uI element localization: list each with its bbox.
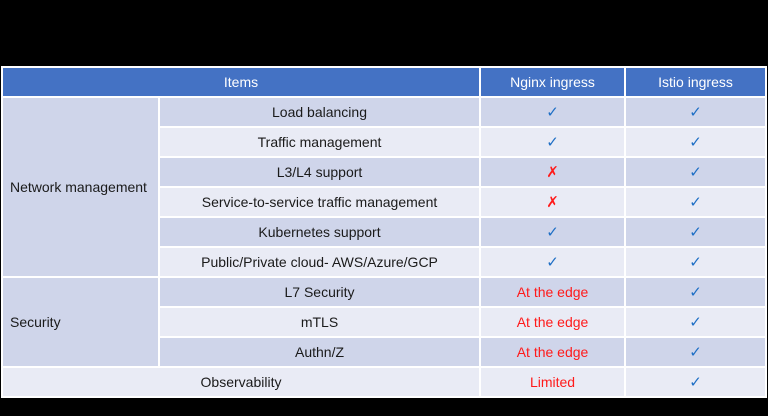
check-icon: ✓ [624, 246, 768, 278]
header-row: Items Nginx ingress Istio ingress [0, 66, 768, 98]
check-icon: ✓ [624, 96, 768, 128]
check-icon: ✓ [624, 216, 768, 248]
table-row: Traffic management ✓ ✓ [2, 126, 768, 158]
table-row: Public/Private cloud- AWS/Azure/GCP ✓ ✓ [2, 246, 768, 278]
item-cell: mTLS [157, 306, 482, 338]
item-cell: Service-to-service traffic management [157, 186, 482, 218]
table-row: Observability Limited ✓ [0, 366, 768, 398]
check-icon: ✓ [624, 276, 768, 308]
item-cell-observability: Observability [0, 366, 482, 398]
nginx-value: At the edge [479, 276, 627, 308]
table-row: Kubernetes support ✓ ✓ [2, 216, 768, 248]
check-icon: ✓ [624, 306, 768, 338]
table-row: L3/L4 support ✗ ✓ [2, 156, 768, 188]
comparison-table: Items Nginx ingress Istio ingress Networ… [0, 66, 768, 398]
item-cell: Authn/Z [157, 336, 482, 368]
header-nginx: Nginx ingress [479, 66, 627, 98]
item-cell: L7 Security [157, 276, 482, 308]
check-icon: ✓ [624, 186, 768, 218]
nginx-value: At the edge [479, 336, 627, 368]
table-row: Network management Load balancing ✓ ✓ [1, 96, 768, 278]
check-icon: ✓ [624, 156, 768, 188]
item-cell: Public/Private cloud- AWS/Azure/GCP [157, 246, 482, 278]
check-icon: ✓ [624, 126, 768, 158]
header-istio: Istio ingress [624, 66, 768, 98]
group-security: Security [1, 276, 160, 368]
item-cell: L3/L4 support [157, 156, 482, 188]
check-icon: ✓ [624, 366, 768, 398]
table-row: Service-to-service traffic management ✗ … [2, 186, 768, 218]
check-icon: ✓ [624, 336, 768, 368]
table-row: Security L7 Security At the edge ✓ [1, 276, 768, 368]
cross-icon: ✗ [479, 186, 627, 218]
check-icon: ✓ [479, 126, 627, 158]
nginx-value: Limited [479, 366, 627, 398]
item-cell: Traffic management [157, 126, 482, 158]
table-row: mTLS At the edge ✓ [2, 306, 768, 338]
check-icon: ✓ [479, 246, 627, 278]
group-network-management: Network management [1, 96, 160, 278]
cross-icon: ✗ [479, 156, 627, 188]
nginx-value: At the edge [479, 306, 627, 338]
check-icon: ✓ [479, 96, 627, 128]
header-items: Items [0, 66, 482, 98]
item-cell: Kubernetes support [157, 216, 482, 248]
item-cell: Load balancing [157, 96, 482, 128]
check-icon: ✓ [479, 216, 627, 248]
table-row: Authn/Z At the edge ✓ [2, 336, 768, 368]
